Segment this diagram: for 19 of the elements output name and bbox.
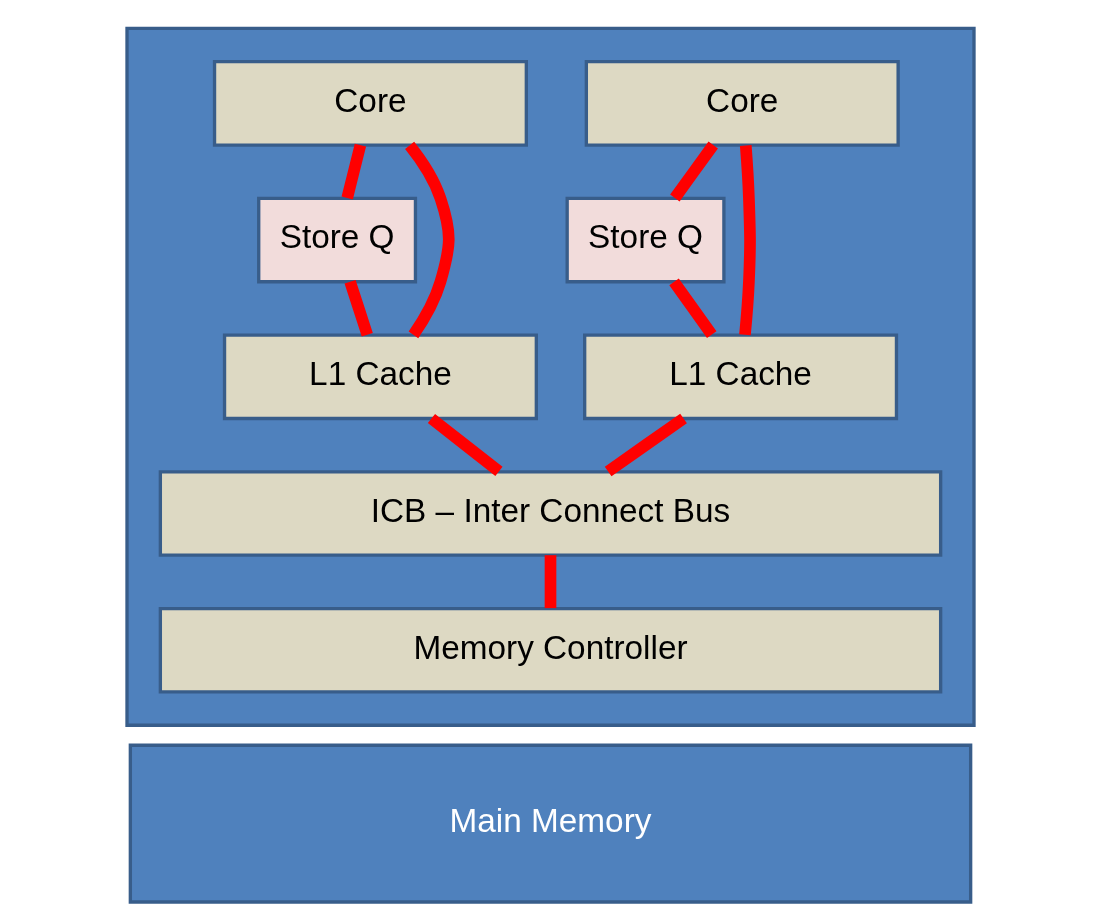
connector xyxy=(544,555,557,609)
node-box: Memory Controller xyxy=(158,606,943,694)
connector xyxy=(669,278,717,339)
cluster xyxy=(125,26,976,727)
node-box: Main Memory xyxy=(128,743,973,904)
connector xyxy=(670,141,718,202)
connector xyxy=(604,413,687,477)
connector xyxy=(739,145,756,336)
connector xyxy=(405,141,455,339)
node-box: ICB – Inter Connect Bus xyxy=(158,470,943,557)
node-box: Core xyxy=(584,60,900,147)
node-box: Store Q xyxy=(257,196,418,284)
connector xyxy=(344,279,373,337)
node-box: L1 Cache xyxy=(583,333,899,421)
connector xyxy=(341,143,367,200)
node-box: Core xyxy=(212,60,528,147)
connector xyxy=(427,413,503,476)
node-box: Store Q xyxy=(565,196,726,284)
node-box: L1 Cache xyxy=(222,333,538,421)
